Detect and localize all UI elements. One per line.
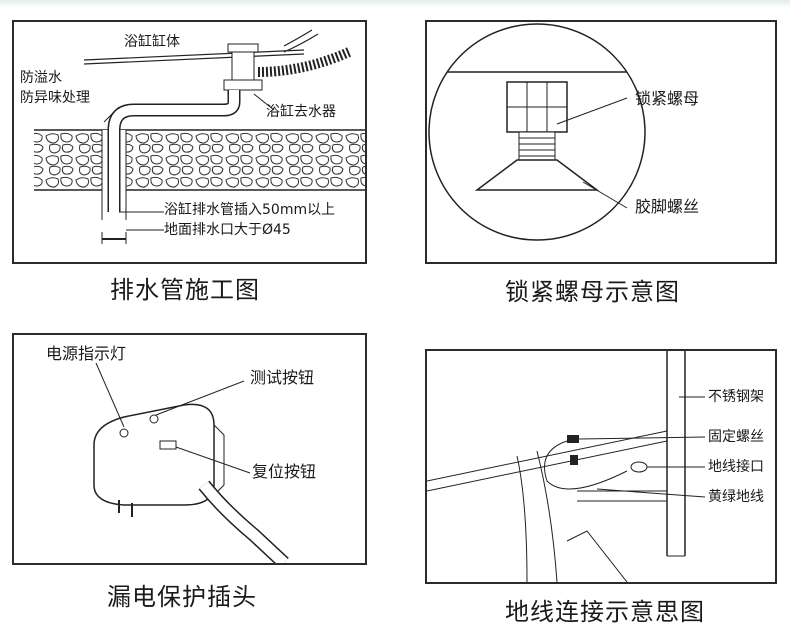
label-tub-body: 浴缸缸体 [124,34,180,50]
label-insert-depth: 浴缸排水管插入50mm以上 [164,202,336,218]
label-fixing-screw: 固定螺丝 [708,429,764,445]
ground-wire-illustration [427,351,706,582]
caption-drain-pipe: 排水管施工图 [110,276,260,304]
label-ground-wire: 黄绿地线 [708,489,764,505]
label-tub-drain: 浴缸去水器 [266,104,336,120]
label-lock-nut: 锁紧螺母 [635,89,700,108]
caption-leakage-plug: 漏电保护插头 [107,583,257,611]
drain-pipe-illustration [34,29,365,244]
leakage-plug-illustration [93,362,289,563]
label-test-button: 测试按钮 [250,368,315,387]
label-anti-odor: 防异味处理 [20,90,90,106]
label-anti-overflow: 防溢水 [20,70,62,86]
ground-wire-diagram-panel: 不锈钢架 固定螺丝 地线接口 黄绿地线 [425,349,777,584]
top-gradient-band [0,0,790,8]
caption-lock-nut: 锁紧螺母示意图 [505,278,680,306]
caption-ground-wire: 地线连接示意思图 [505,598,705,626]
label-reset-button: 复位按钮 [252,462,317,481]
label-floor-drain: 地面排水口大于Ø45 [164,222,291,238]
drain-pipe-diagram-panel: 浴缸缸体 防溢水 防异味处理 浴缸去水器 浴缸排水管插入50mm以上 地面排水口… [12,20,367,264]
label-ground-connector: 地线接口 [708,459,764,475]
lock-nut-illustration [428,23,646,241]
lock-nut-diagram-panel: 锁紧螺母 胶脚螺丝 [425,20,777,264]
label-power-indicator: 电源指示灯 [46,344,127,363]
label-steel-frame: 不锈钢架 [708,389,764,405]
leakage-plug-diagram-panel: 电源指示灯 测试按钮 复位按钮 [12,333,367,565]
label-rubber-foot-screw: 胶脚螺丝 [635,197,700,216]
